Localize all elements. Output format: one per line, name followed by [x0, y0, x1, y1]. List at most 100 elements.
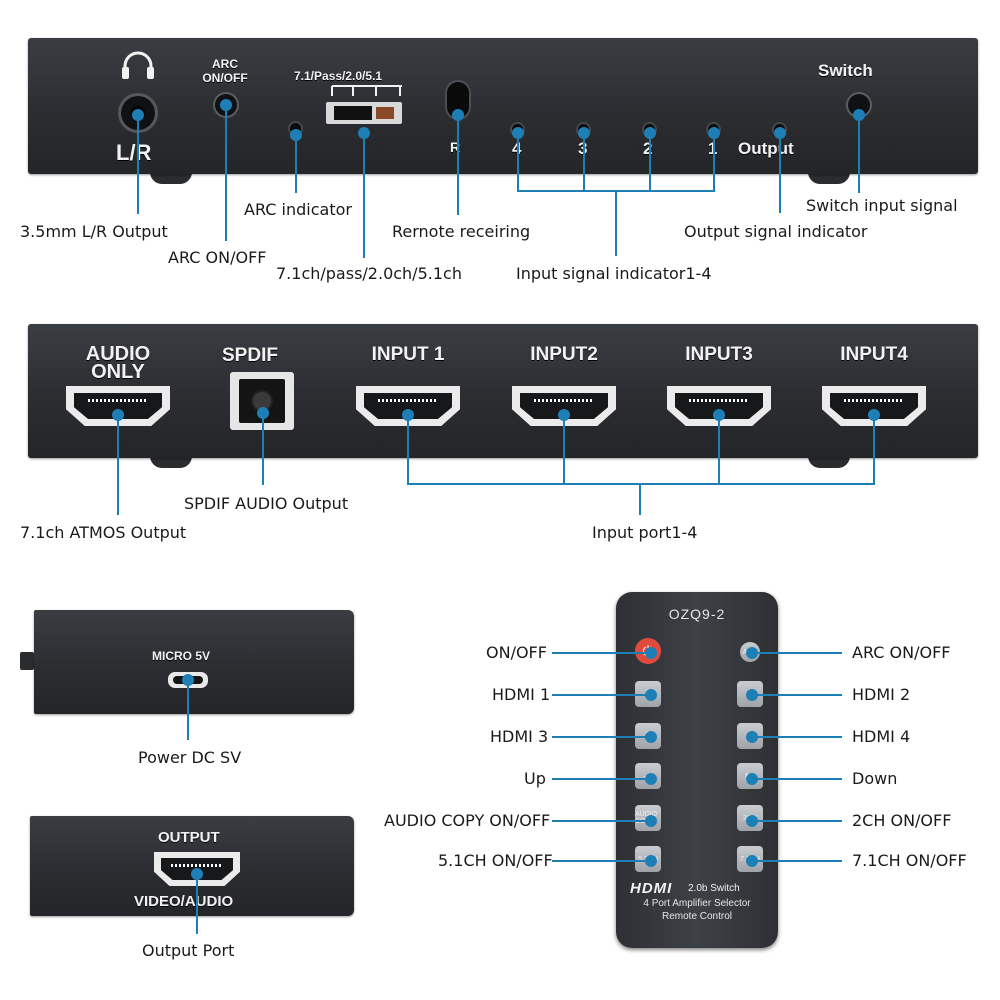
mode-switch-label: 7.1/Pass/2.0/5.1: [294, 69, 383, 83]
ir-receiver-window: [447, 82, 469, 118]
callout-line: [750, 820, 842, 822]
callout-remote-hdmi2: HDMI 2: [852, 685, 911, 704]
callout-dot: [645, 731, 657, 743]
lr-label: L/R: [116, 140, 152, 165]
remote-model: OZQ9-2: [668, 606, 726, 622]
output-port-label: OUTPUT: [158, 829, 220, 846]
callout-remote-up: Up: [524, 769, 546, 788]
remote-brand-version: 2.0b Switch: [688, 883, 740, 894]
callout-remote-51ch: 5.1CH ON/OFF: [438, 851, 553, 870]
callout-line: [295, 135, 297, 193]
callout-line: [649, 133, 651, 191]
callout-line: [639, 483, 641, 515]
arc-indicator-led: [290, 123, 301, 134]
callout-input-indicator: Input signal indicator1-4: [516, 264, 712, 283]
callout-remote-hdmi3: HDMI 3: [490, 727, 549, 746]
callout-remote-hdmi1: HDMI 1: [492, 685, 551, 704]
callout-line: [457, 115, 459, 215]
callout-spdif-output: SPDIF AUDIO Output: [184, 494, 349, 513]
callout-lr-output: 3.5mm L/R Output: [20, 222, 168, 241]
callout-line: [552, 694, 652, 696]
callout-line: [750, 860, 842, 862]
callout-line: [858, 115, 860, 193]
callout-dot: [645, 647, 657, 659]
callout-dot: [746, 647, 758, 659]
indicator-label: 3: [578, 140, 587, 157]
callout-remote-onoff: ON/OFF: [486, 643, 547, 662]
callout-line: [583, 133, 585, 191]
callout-dot: [645, 855, 657, 867]
remote-control: OZQ9-2 ⏻ ARC 1 3 ◀ AUDIO COPY 5.1CH 2 4 …: [616, 592, 778, 948]
side-panel-power: [34, 610, 354, 714]
headphones-icon: [122, 51, 154, 79]
micro-5v-label: MICRO 5V: [152, 649, 211, 663]
side-knob: [20, 652, 34, 670]
output-label: Output: [738, 139, 794, 158]
callout-line: [750, 694, 842, 696]
callout-dot: [746, 855, 758, 867]
callout-remote-2ch: 2CH ON/OFF: [852, 811, 952, 830]
callout-line: [563, 415, 565, 484]
callout-bracket: [407, 483, 875, 485]
ir-label: R: [450, 139, 461, 155]
arc-label: ARC: [212, 57, 238, 71]
callout-input-ports: Input port1-4: [592, 523, 698, 542]
callout-mode-switch: 7.1ch/pass/2.0ch/5.1ch: [276, 264, 462, 283]
hdmi-audio-only-port[interactable]: [66, 386, 170, 426]
callout-line: [187, 680, 189, 740]
callout-arc-onoff: ARC ON/OFF: [168, 248, 267, 267]
callout-line: [750, 652, 842, 654]
indicator-label: 1: [708, 140, 717, 157]
callout-dot: [746, 815, 758, 827]
callout-line: [196, 874, 198, 934]
callout-arc-indicator: ARC indicator: [244, 200, 352, 219]
callout-dot: [645, 815, 657, 827]
back-panel: [28, 324, 978, 458]
callout-dot: [746, 689, 758, 701]
callout-line: [552, 652, 652, 654]
callout-line: [552, 820, 652, 822]
input-port-label: INPUT3: [685, 344, 753, 365]
callout-line: [262, 413, 264, 485]
callout-atmos-output: 7.1ch ATMOS Output: [20, 523, 187, 542]
callout-line: [517, 133, 519, 191]
callout-line: [552, 736, 652, 738]
switch-label: Switch: [818, 61, 873, 80]
remote-brand: HDMI: [630, 880, 673, 897]
callout-line: [117, 415, 119, 515]
spdif-label: SPDIF: [222, 345, 278, 366]
callout-power: Power DC SV: [138, 748, 242, 767]
callout-line: [873, 415, 875, 484]
callout-line: [718, 415, 720, 484]
front-panel: [28, 38, 978, 174]
audio-only-label: AUDIO: [85, 343, 151, 365]
callout-remote-71ch: 7.1CH ON/OFF: [852, 851, 967, 870]
indicator-label: 4: [512, 140, 521, 157]
callout-remote-down: Down: [852, 769, 898, 788]
arc-label: ON/OFF: [202, 71, 248, 85]
callout-output-port: Output Port: [142, 941, 235, 960]
callout-line: [750, 778, 842, 780]
device-foot: [808, 456, 850, 468]
callout-switch-input: Switch input signal: [806, 196, 958, 215]
callout-line: [552, 860, 652, 862]
callout-dot: [746, 731, 758, 743]
callout-remote-receiving: Rernote receiring: [392, 222, 531, 241]
callout-line: [137, 115, 139, 214]
callout-dot: [645, 689, 657, 701]
remote-desc: 4 Port Amplifier Selector: [643, 898, 751, 909]
device-foot: [150, 172, 192, 184]
callout-dot: [645, 773, 657, 785]
callout-remote-audio-copy: AUDIO COPY ON/OFF: [384, 811, 551, 830]
callout-line: [363, 133, 365, 258]
input-port-label: INPUT2: [530, 344, 598, 365]
callout-remote-arc: ARC ON/OFF: [852, 643, 951, 662]
callout-line: [225, 105, 227, 241]
remote-desc: Remote Control: [661, 911, 733, 922]
callout-output-indicator: Output signal indicator: [684, 222, 868, 241]
callout-line: [615, 190, 617, 256]
mode-slide-switch[interactable]: [326, 102, 402, 124]
callout-line: [750, 736, 842, 738]
callout-line: [713, 133, 715, 191]
